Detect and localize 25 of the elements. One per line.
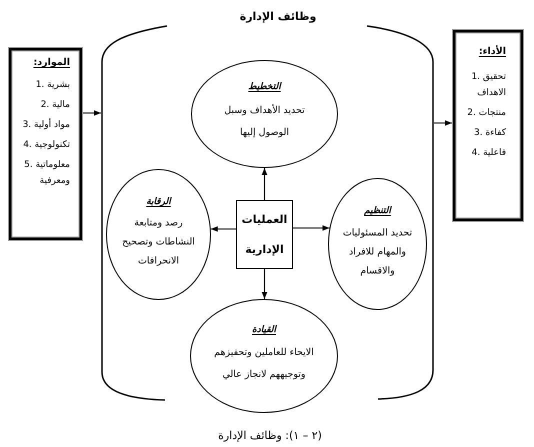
title: وظائف الإدارة [240,10,316,24]
arrow [434,120,452,126]
ellipse-heading: الرقابة [146,196,171,208]
box-heading: الأداء: [478,46,506,58]
ellipse-text: رصد ومتابعة النشاطات وتصحيح الانحرافات [121,216,196,268]
process-ellipse [328,178,427,310]
process-box: العمليات الإدارية [236,200,293,269]
arrow [293,225,330,231]
box-heading: الموارد: [33,57,70,69]
list-box [452,29,524,222]
list-box [8,47,83,241]
process-ellipse [190,299,338,413]
ellipse-heading: التنظيم [364,205,391,217]
ellipse-heading: التخطيط [248,81,281,93]
process-ellipse [106,169,211,300]
ellipse-text: تحديد الأهداف وسبل الوصول إليها [223,103,306,140]
ellipse-text: الايحاء للعاملين وتحفيزهم وتوجيههم لانجاز عالي [213,346,315,382]
arrow [210,226,236,232]
arrow [262,269,268,299]
arrow [262,168,268,200]
ellipse-text: تحديد المسئوليات والمهام للافراد والاقسام [342,226,414,278]
caption: (٢ – ١): وظائف الإدارة [218,429,322,443]
ellipse-heading: القيادة [252,324,276,336]
process-ellipse [191,60,338,168]
arrow [83,110,101,116]
